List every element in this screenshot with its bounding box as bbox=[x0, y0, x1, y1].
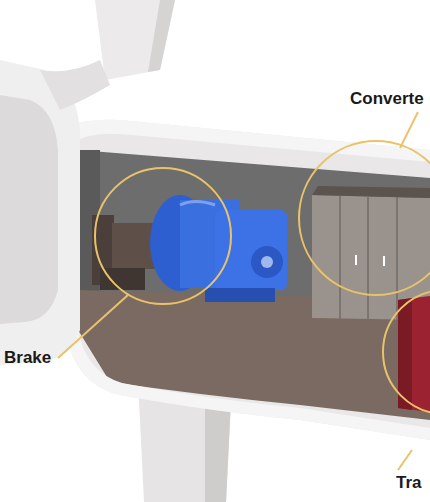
blade bbox=[95, 0, 175, 80]
transformer bbox=[398, 296, 430, 412]
part-label: Converte bbox=[350, 90, 424, 109]
leader-line bbox=[58, 295, 128, 358]
part-label: Tra bbox=[396, 474, 422, 493]
leader-line bbox=[398, 450, 412, 470]
converter-circle bbox=[299, 141, 430, 295]
brake-circle bbox=[95, 168, 231, 304]
transformer-circle bbox=[383, 290, 430, 414]
nacelle-shell bbox=[60, 120, 430, 440]
generator bbox=[215, 210, 287, 290]
leader-line bbox=[400, 112, 418, 148]
part-label: Brake bbox=[4, 349, 51, 368]
